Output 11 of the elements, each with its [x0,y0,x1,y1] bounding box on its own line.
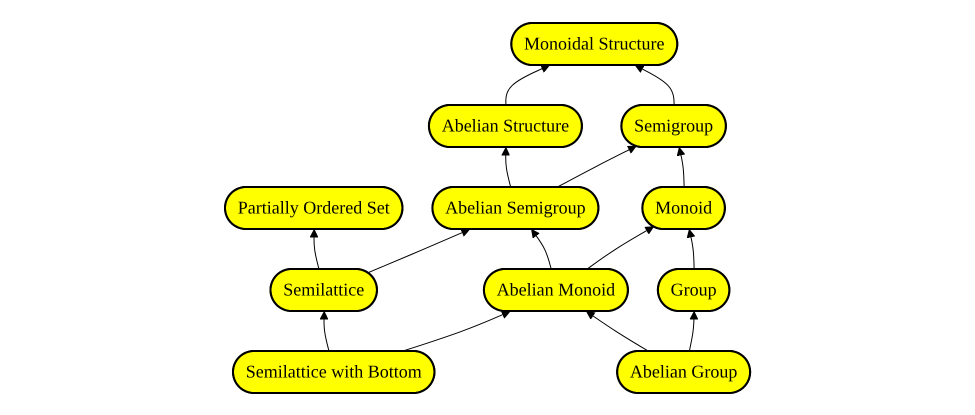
arrow [686,228,696,270]
arrow [505,64,550,106]
arrow [320,310,330,352]
arrow [310,228,320,270]
arrow [634,64,675,106]
arrow [676,146,686,188]
arrow [367,228,470,273]
arrow [531,228,552,270]
arrow [688,310,698,352]
arrow [586,226,654,270]
arrow [501,146,512,188]
